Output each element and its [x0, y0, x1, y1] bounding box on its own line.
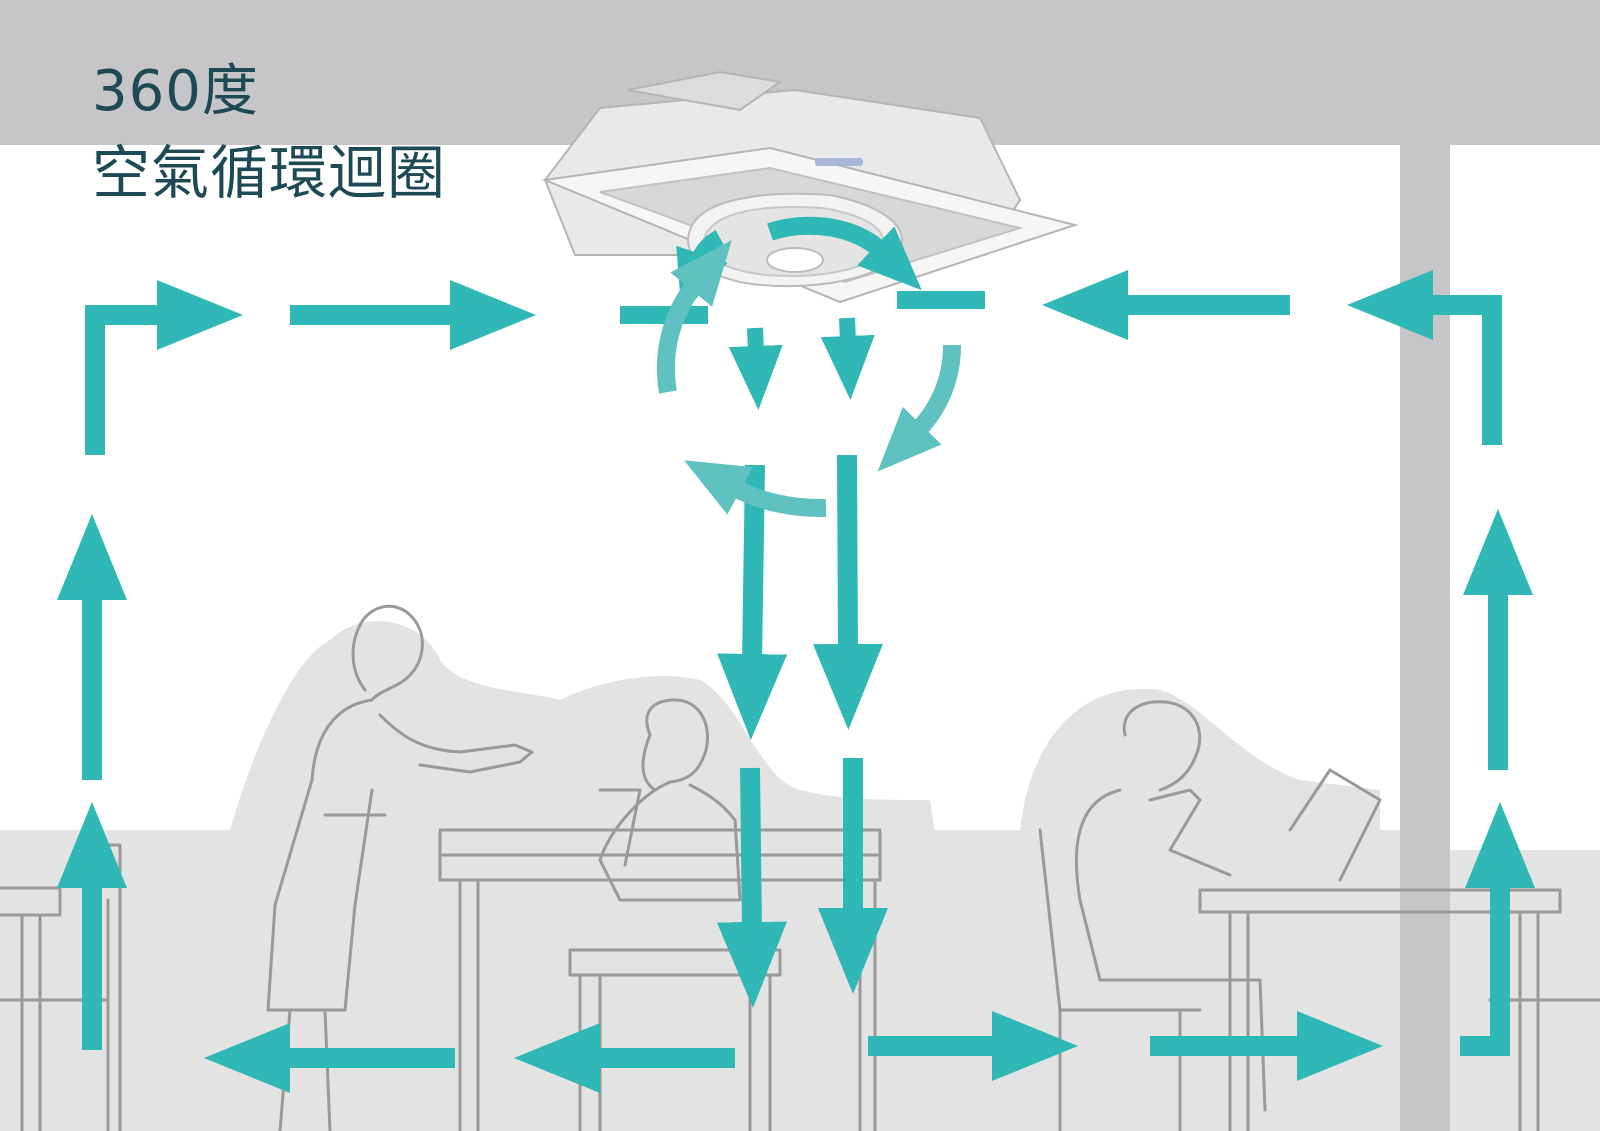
swirl-arrow-top — [767, 216, 922, 291]
arrow-fan-down-right — [820, 317, 875, 400]
laptop — [1288, 768, 1382, 882]
room-silhouette — [0, 621, 1600, 1131]
pillar — [1400, 145, 1450, 1131]
arrow-fan-down-left — [728, 327, 783, 410]
right-table — [1198, 888, 1600, 1131]
arrow-top-left-corner — [85, 280, 243, 455]
swirl-arrow-bottom — [684, 460, 827, 518]
room-sketch — [0, 604, 1600, 1131]
swirl-arrow-right — [877, 344, 962, 472]
arrow-down-right-upper — [812, 454, 883, 730]
swirl-arrows — [656, 216, 962, 518]
title-line-1: 360度 — [92, 59, 259, 124]
arrow-top-right-corner — [1347, 270, 1502, 445]
arrow-down-left-lower — [716, 767, 787, 1008]
title-line-2: 空氣循環迴圈 — [92, 139, 447, 207]
circulation-arrows — [57, 270, 1535, 1093]
swirl-arrow-left — [656, 240, 732, 394]
arrow-bottom-right-corner — [1460, 802, 1535, 1056]
